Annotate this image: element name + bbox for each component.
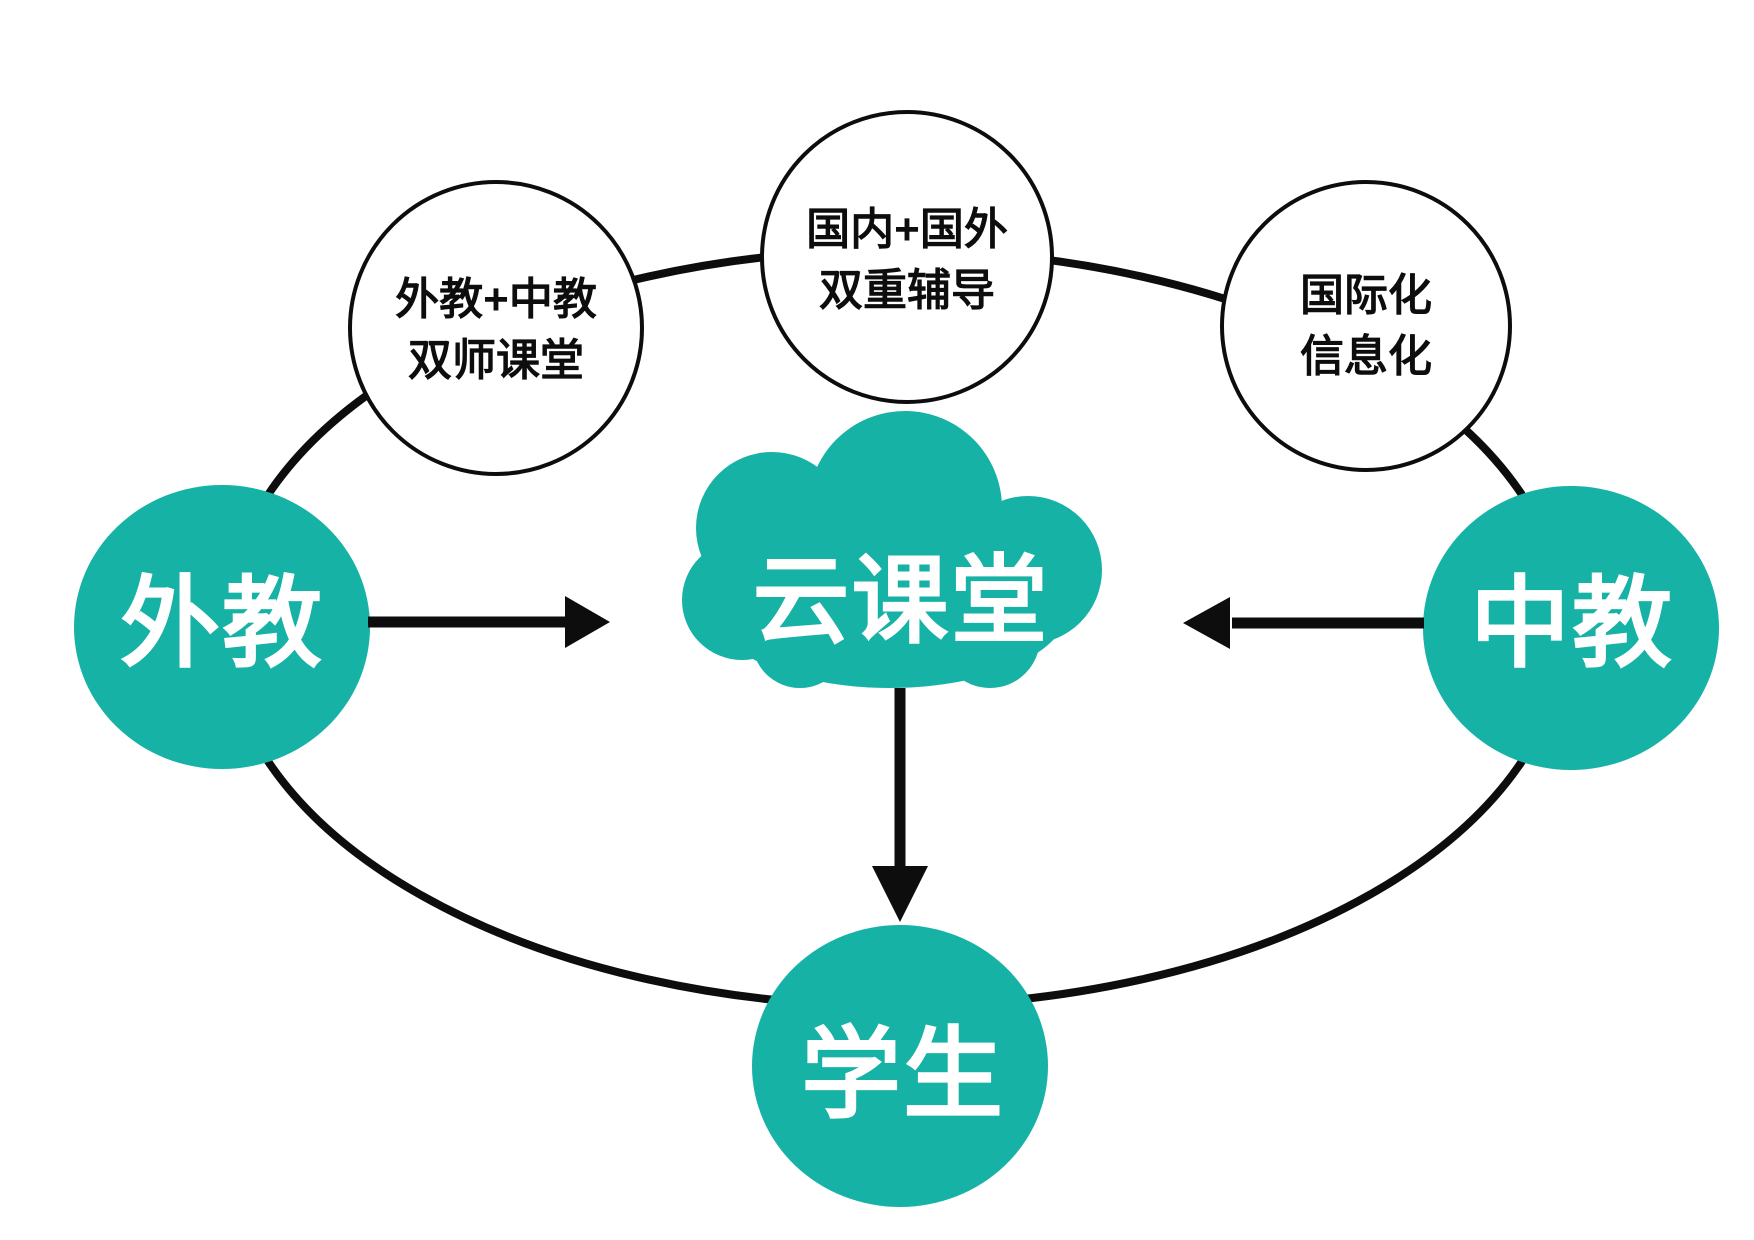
bubble-label-international: 国际化 信息化 xyxy=(1300,265,1432,387)
node-circle-foreign-teacher xyxy=(74,485,370,769)
chinese-teacher-label: 中教 xyxy=(1470,568,1674,680)
foreign-teacher-label: 外教 xyxy=(120,568,324,680)
bubble-circle-international xyxy=(1220,180,1512,472)
node-circle-chinese-teacher xyxy=(1423,486,1719,770)
student-label: 学生 xyxy=(801,1019,1005,1131)
bubble-line: 外教+中教 xyxy=(395,275,597,324)
bubble-line: 信息化 xyxy=(1300,332,1432,381)
bubble-line: 国际化 xyxy=(1300,271,1432,320)
bubble-label-dual-teacher: 外教+中教 双师课堂 xyxy=(395,269,597,391)
bubble-line: 双师课堂 xyxy=(407,336,584,385)
arrow-chinese-to-cloud xyxy=(1183,597,1424,649)
node-circle-student xyxy=(752,925,1048,1207)
bubble-circle-dual-tutoring xyxy=(760,110,1054,404)
cloud-shape xyxy=(682,411,1102,688)
bubble-line: 双重辅导 xyxy=(818,266,995,315)
cloud-classroom-label: 云课堂 xyxy=(752,546,1050,656)
bubble-circle-dual-teacher xyxy=(348,180,644,476)
arrow-foreign-to-cloud xyxy=(368,596,610,648)
bubble-label-dual-tutoring: 国内+国外 双重辅导 xyxy=(806,199,1008,321)
arrow-cloud-to-student xyxy=(872,688,928,922)
bubble-line: 国内+国外 xyxy=(806,205,1008,254)
